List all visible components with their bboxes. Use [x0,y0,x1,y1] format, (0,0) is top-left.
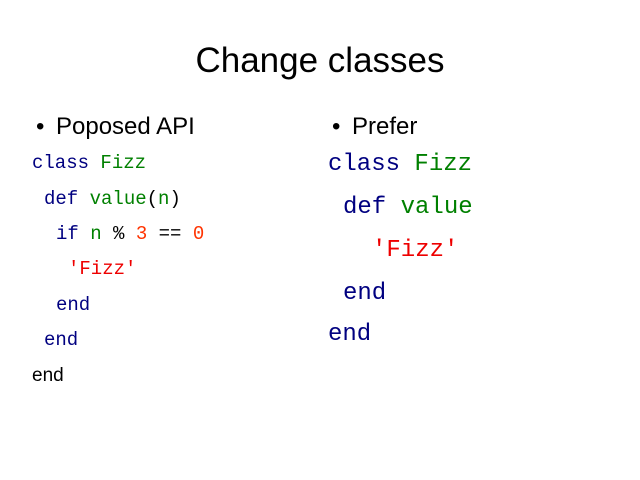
bullet-dot-icon: • [332,113,341,140]
right-code-line-5: end [328,321,372,348]
right-code-line-3: 'Fizz' [372,237,459,264]
left-bullet: • Poposed API [36,113,195,141]
left-bullet-label: Poposed API [56,113,195,140]
left-code-line-2: def value(n) [44,188,181,210]
right-code-line-2: def value [343,194,473,221]
left-code-line-7: end [32,365,64,386]
left-code-line-1: class Fizz [32,152,147,174]
right-code-line-1: class Fizz [328,151,473,178]
left-code-line-6: end [44,329,79,351]
right-code-block: class Fizz def value 'Fizz' end end [328,151,628,371]
right-bullet-label: Prefer [352,113,418,140]
left-code-line-4: 'Fizz' [68,258,137,280]
left-code-block: class Fizz def value(n) if n % 3 == 0 'F… [32,152,332,392]
right-bullet: • Prefer [332,113,417,141]
left-code-line-3: if n % 3 == 0 [56,223,205,245]
left-code-line-5: end [56,294,91,316]
slide-title: Change classes [195,41,445,80]
bullet-dot-icon: • [36,113,45,140]
right-code-line-4: end [343,280,387,307]
